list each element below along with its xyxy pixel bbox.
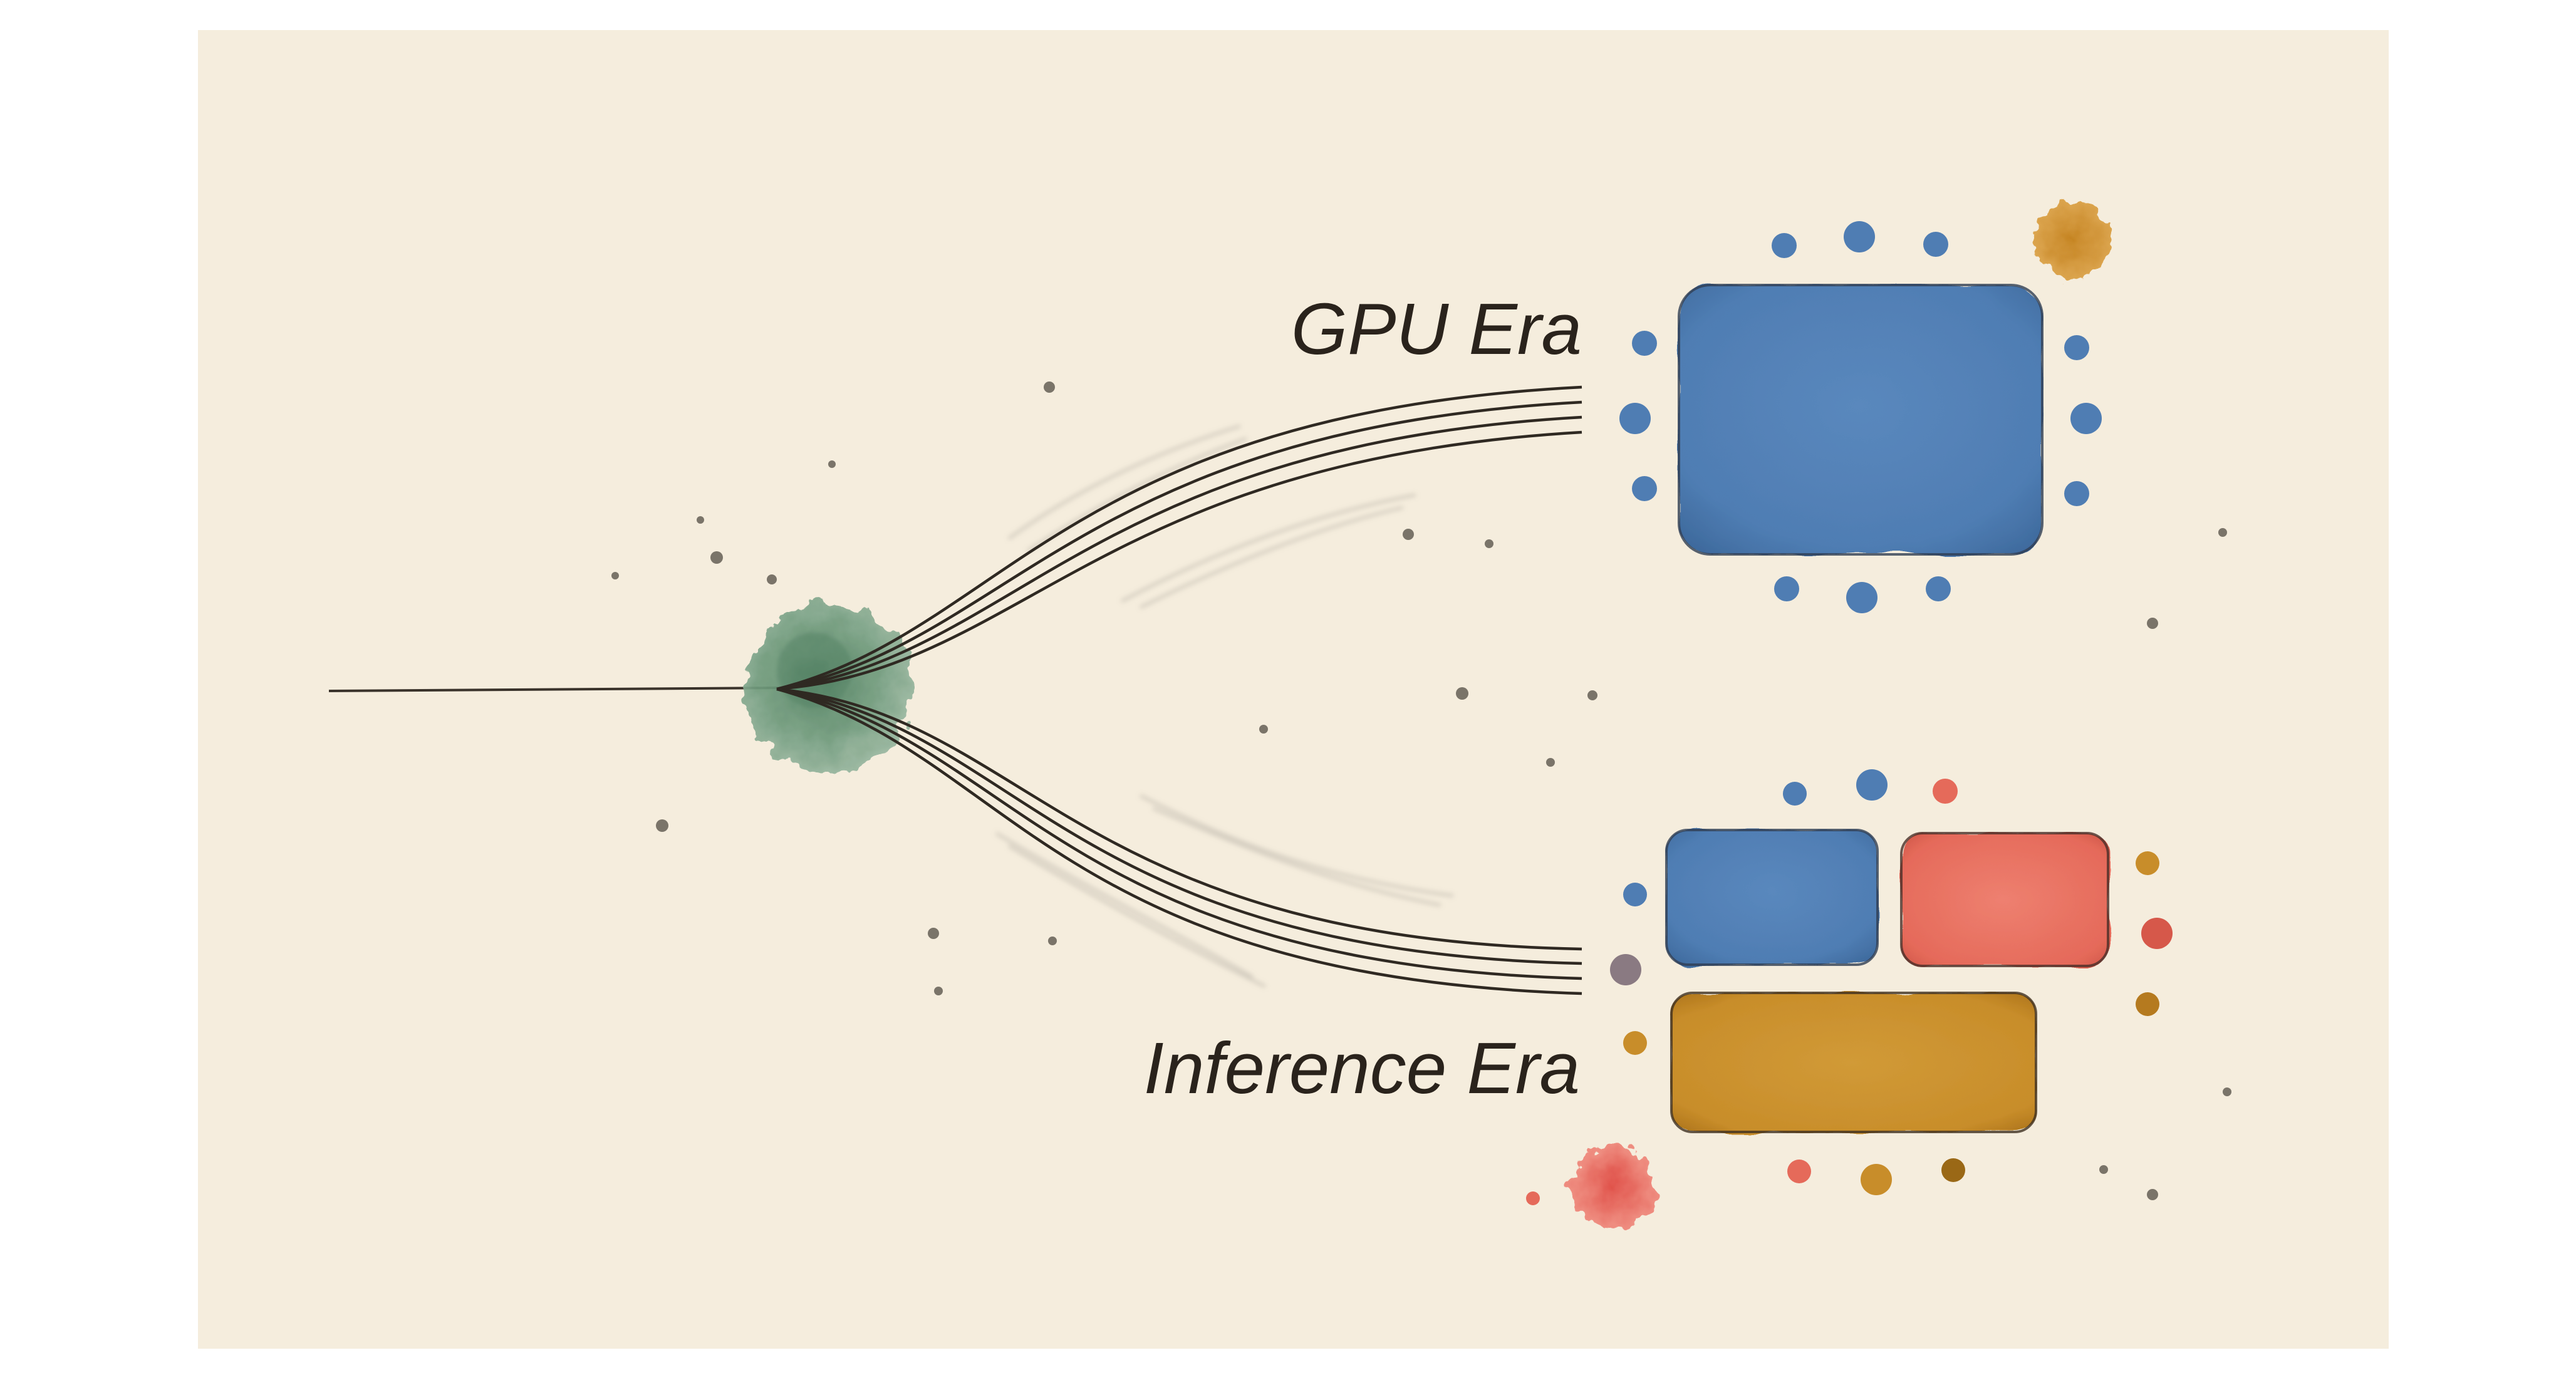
inference-blue-block: [1666, 830, 1877, 965]
inference-amber-block: [1671, 993, 2036, 1132]
gpu-block: [1679, 285, 2042, 554]
red-accent-dot: [1526, 1191, 1540, 1205]
amber-accent-blot: [2033, 201, 2111, 279]
gpu-era-label: GPU Era: [1291, 288, 1582, 370]
red-accent-blot: [1571, 1143, 1656, 1228]
inference-era-label: Inference Era: [1144, 1027, 1580, 1109]
inference-red-block: [1901, 833, 2108, 966]
